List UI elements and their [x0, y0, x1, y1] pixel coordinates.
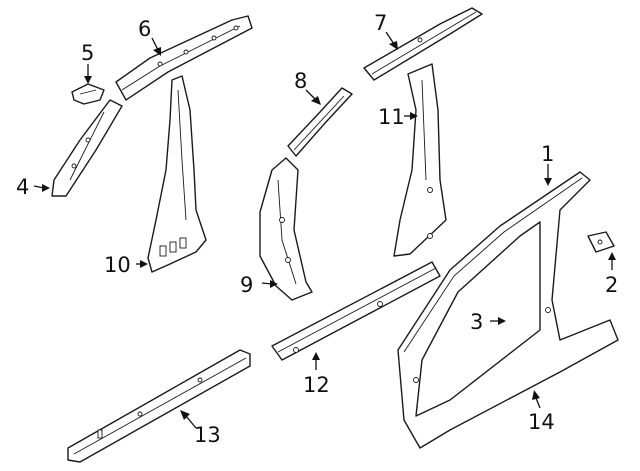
- part-4-a-pillar: [51, 99, 123, 197]
- part-7-roof-rail-rear: [363, 7, 483, 81]
- part-8-upper-strip: [287, 87, 353, 157]
- leader-lines: [33, 31, 616, 429]
- part-6-roof-rail: [115, 15, 253, 101]
- callout-7: 7: [374, 11, 387, 35]
- part-13-floor-sill: [67, 349, 251, 463]
- callout-3: 3: [470, 310, 483, 334]
- callout-8: 8: [294, 69, 307, 93]
- part-10-pillar-reinforcement: [147, 75, 207, 273]
- part-11-pillar: [393, 63, 447, 257]
- callout-2: 2: [605, 273, 618, 297]
- callout-4: 4: [16, 175, 29, 199]
- part-12-rocker-inner: [271, 261, 441, 361]
- part-2-clip: [587, 231, 615, 253]
- callout-9: 9: [240, 273, 253, 297]
- callout-5: 5: [81, 41, 94, 65]
- callout-13: 13: [194, 423, 221, 447]
- callout-14: 14: [528, 410, 555, 434]
- callout-11: 11: [378, 105, 405, 129]
- callout-6: 6: [138, 17, 151, 41]
- part-5-bracket: [71, 83, 105, 105]
- callout-10: 10: [104, 253, 131, 277]
- part-9-pillar-inner: [259, 157, 313, 301]
- callout-12: 12: [303, 373, 330, 397]
- callout-1: 1: [541, 142, 554, 166]
- part-1-aperture-panel: [397, 171, 619, 449]
- callout-labels: 1 2 3 4 5 6 7 8 9 10 11 12 13 14: [16, 11, 618, 447]
